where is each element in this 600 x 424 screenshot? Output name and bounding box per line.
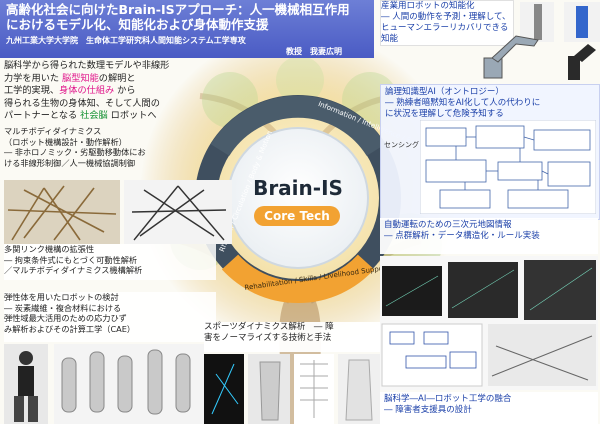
brainai-title: 脳科学―AI―ロボット工学の融合 <box>384 394 512 404</box>
header-banner: 高齢化社会に向けたBrain-ISアプローチ：人一機械相互作用 におけるモデル化… <box>0 0 374 58</box>
intro-line2b: の解明と <box>98 72 136 84</box>
elastic-line2: 弾性域最大活用のための応力ひず <box>4 313 127 323</box>
intro-line5a: パートナーとなる <box>4 110 78 121</box>
highlight-body-mechanism: 身体の仕組み <box>59 85 115 96</box>
intro-line5b: ロボットへ <box>110 110 157 121</box>
elastic-title: 弾性体を用いたロボットの検討 <box>4 292 119 302</box>
intro-text: 脳科学から得られた数理モデルや非線形 力学を用いた 脳型知能の解明と 工学的実現… <box>4 60 244 123</box>
sensing-label: センシング <box>384 141 419 149</box>
map3d-line1: ― 点群解析・データ構造化・ルール実装 <box>384 231 540 241</box>
industrial-line2: ヒューマンエラーリカバリできる知能 <box>381 23 509 44</box>
brain-ai-robotics-section: 脳科学―AI―ロボット工学の融合 ― 障害者支援具の設計 <box>380 392 598 424</box>
multibody-line3: ける非線形制御／人一機械協調制御 <box>4 157 136 168</box>
multibody-line2: ― 非ホロノミック・劣駆動移動体にお <box>4 147 146 157</box>
sports-analysis-images <box>204 354 380 424</box>
header-title-line2: におけるモデル化、知能化および身体動作支援 <box>6 17 269 32</box>
ontology-title: 論理知識型AI（オントロジー） <box>385 87 504 97</box>
industrial-line1: ― 人間の動作を予測・理解して、 <box>381 12 511 22</box>
ontology-line2: に状況を理解して危険予知する <box>385 109 504 119</box>
multibody-title: マルチボディダイナミクス <box>4 126 102 136</box>
multibody-section: マルチボディダイナミクス （ロボット機構設計・動作解析） ― 非ホロノミック・劣… <box>4 126 192 178</box>
rehab-device-photos <box>4 344 204 424</box>
header-professor: 教授 我妻広明 <box>286 47 342 56</box>
industrial-robot-section: 産業用ロボットの知能化 ― 人間の動作を予測・理解して、 ヒューマンエラーリカバ… <box>380 0 514 46</box>
ontology-diagram <box>420 120 596 214</box>
map3d-section: 自動運転のための三次元地図情報 ― 点群解析・データ構造化・ルール実装 <box>380 218 598 254</box>
brainai-line1: ― 障害者支援具の設計 <box>384 405 472 415</box>
intro-line2a: 力学を用いた <box>4 72 60 84</box>
intro-line1: 脳科学から得られた数理モデルや非線形 <box>4 60 170 71</box>
highlight-brain-intelligence: 脳型知能 <box>62 72 99 84</box>
industrial-robot-images <box>483 2 600 80</box>
map3d-title: 自動運転のための三次元地図情報 <box>384 220 512 230</box>
header-title-line1: 高齢化社会に向けたBrain-ISアプローチ：人一機械相互作用 <box>6 2 350 17</box>
multilink-line2: ／マルチボディダイナミクス機構解析 <box>4 265 143 275</box>
header-affiliation: 九州工業大学大学院 生命体工学研究科人間知能システム工学専攻 <box>6 36 246 45</box>
core-main-title: Brain-IS <box>253 176 343 200</box>
sports-line1: スポーツダイナミクス解析 ― 障 <box>204 322 334 332</box>
ontology-line1: ― 熟練者暗黙知をAI化して人の代わりに <box>385 98 541 108</box>
intro-line3a: 工学的実現、 <box>4 85 60 96</box>
multilink-section: 多関リンク機構の拡張性 ― 拘束条件式にもとづく可動性解析 ／マルチボディダイナ… <box>4 244 216 280</box>
truss-structure-images <box>4 180 232 244</box>
sports-line2: 害をノーマライズする技術と手法 <box>204 333 332 343</box>
elastic-section: 弾性体を用いたロボットの検討 ― 炭素繊維・複合材料における 弾性域最大活用のた… <box>4 292 216 342</box>
intro-line3b: から <box>117 85 136 96</box>
elastic-line3: み解析およびその計算工学（CAE） <box>4 323 136 334</box>
intro-line4: 得られる生物の身体知、そして人間の <box>4 97 160 109</box>
point-cloud-map-images <box>380 256 598 390</box>
core-tech-badge: Core Tech <box>254 206 340 226</box>
multilink-title: 多関リンク機構の拡張性 <box>4 244 95 254</box>
industrial-title: 産業用ロボットの知能化 <box>381 1 475 11</box>
elastic-line1: ― 炭素繊維・複合材料における <box>4 302 122 313</box>
highlight-social-brain: 社会脳 <box>80 110 108 121</box>
multilink-line1: ― 拘束条件式にもとづく可動性解析 <box>4 254 138 265</box>
sports-dynamics-section: スポーツダイナミクス解析 ― 障 害をノーマライズする技術と手法 <box>204 322 380 352</box>
multibody-line1: （ロボット機構設計・動作解析） <box>4 136 127 147</box>
